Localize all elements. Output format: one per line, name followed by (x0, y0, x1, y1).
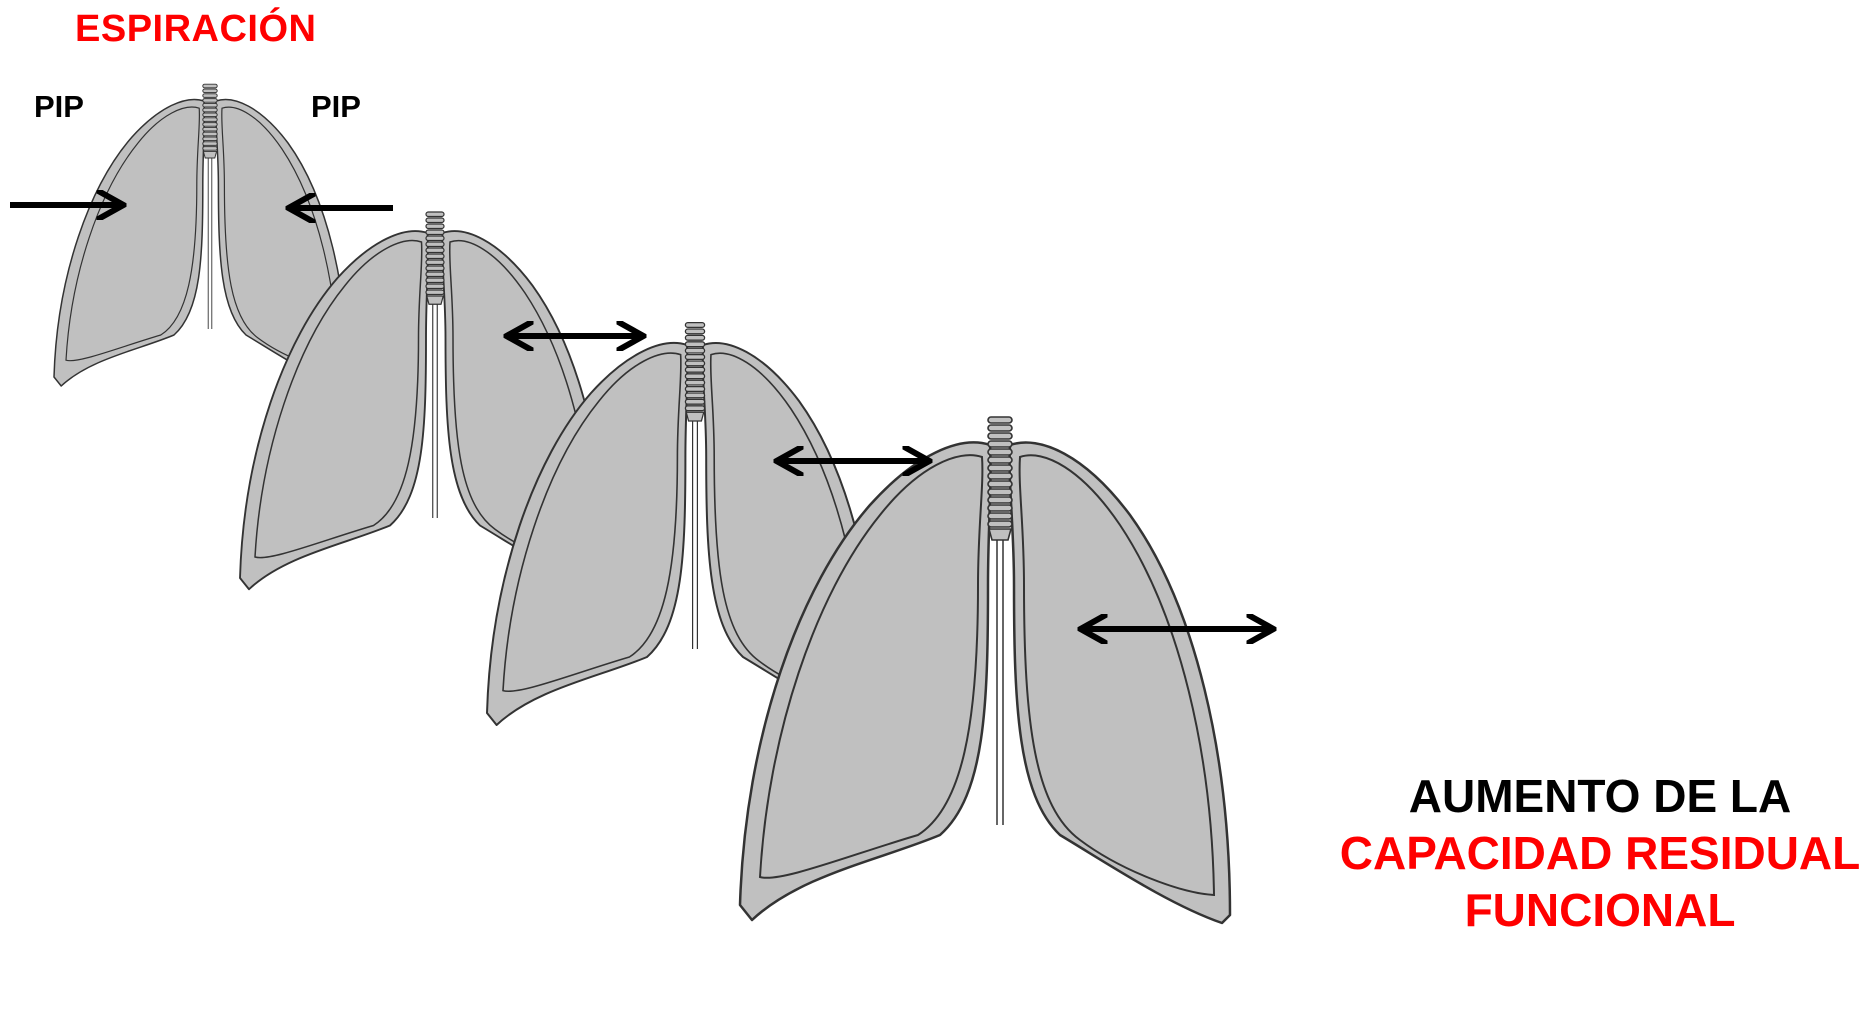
result-line-3: FUNCIONAL (1300, 882, 1868, 939)
pip-label-left: PIP (34, 89, 84, 125)
pip-label-right: PIP (311, 89, 361, 125)
result-line-2: CAPACIDAD RESIDUAL (1300, 825, 1868, 882)
result-line-1: AUMENTO DE LA (1300, 768, 1868, 825)
diagram-title: ESPIRACIÓN (75, 8, 316, 51)
result-caption: AUMENTO DE LA CAPACIDAD RESIDUAL FUNCION… (1300, 768, 1868, 939)
